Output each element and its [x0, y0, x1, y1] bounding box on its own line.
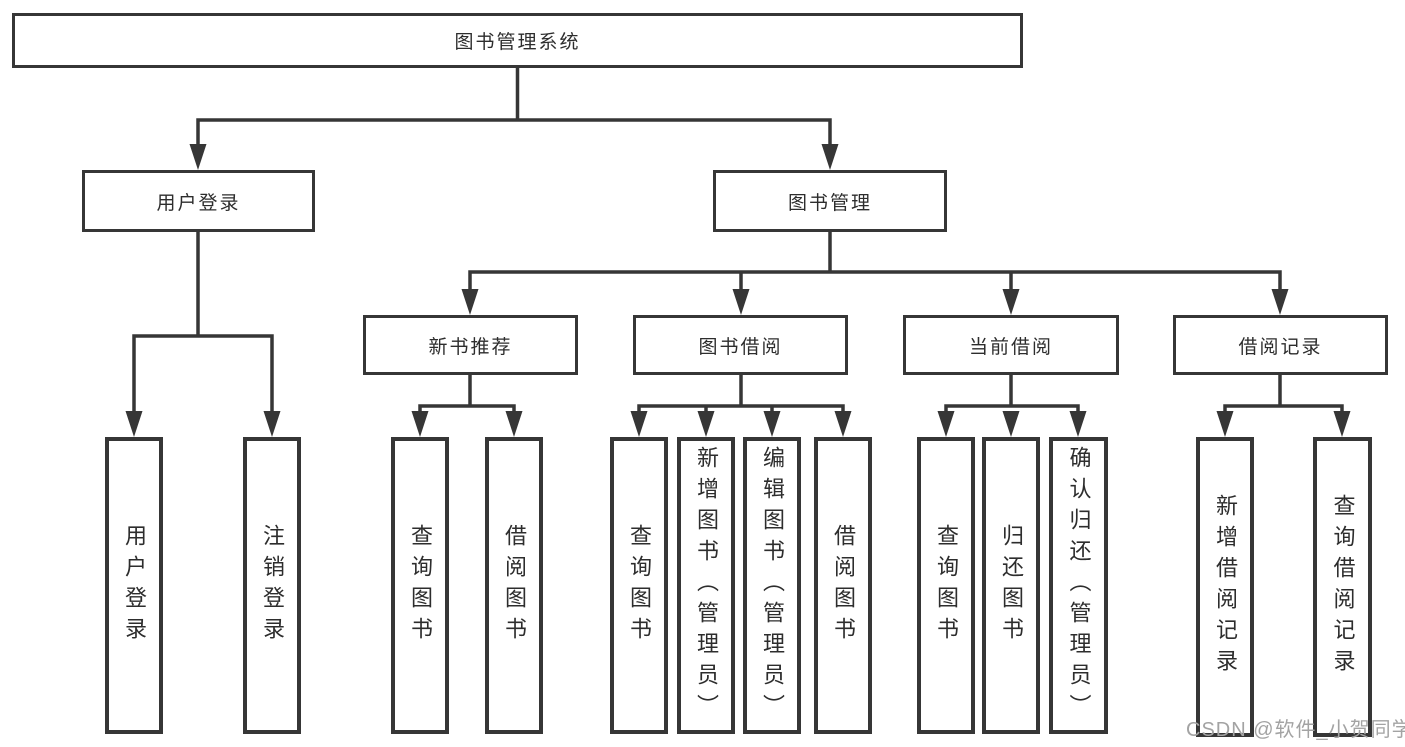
node-borrow-books-leaf: 借阅图书 — [814, 437, 872, 734]
node-label: 注销登录 — [260, 523, 285, 648]
node-borrow-records: 借阅记录 — [1173, 315, 1388, 375]
node-label: 查询图书 — [408, 523, 433, 648]
node-label: 归还图书 — [999, 523, 1024, 648]
node-label: 用户登录 — [156, 192, 241, 214]
node-label: 新增借阅记录 — [1213, 494, 1238, 680]
node-label: 借阅记录 — [1238, 336, 1323, 358]
node-label: 查询借阅记录 — [1330, 494, 1356, 680]
node-label: 查询图书 — [934, 523, 959, 648]
node-borrow-books-recommend: 借阅图书 — [485, 437, 543, 734]
node-book-borrow: 图书借阅 — [633, 315, 848, 375]
node-label: 图书管理系统 — [454, 32, 581, 53]
node-add-borrow-record: 新增借阅记录 — [1196, 437, 1254, 737]
node-label: 新书推荐 — [428, 336, 513, 358]
node-logout-leaf: 注销登录 — [243, 437, 301, 734]
arrowheads — [125, 144, 1351, 437]
node-current-borrow: 当前借阅 — [903, 315, 1119, 375]
node-return-book: 归还图书 — [982, 437, 1040, 734]
node-book-management: 图书管理 — [713, 170, 947, 232]
node-query-books-recommend: 查询图书 — [391, 437, 449, 734]
node-label: 借阅图书 — [502, 523, 527, 648]
node-label: 当前借阅 — [968, 336, 1053, 358]
node-label: 用户登录 — [122, 523, 147, 648]
node-label: 图书管理 — [787, 192, 872, 214]
node-library-system: 图书管理系统 — [12, 13, 1023, 68]
node-new-book-recommend: 新书推荐 — [363, 315, 578, 375]
node-edit-book-admin: 编辑图书（管理员） — [743, 437, 801, 734]
node-query-borrow-record: 查询借阅记录 — [1313, 437, 1372, 737]
node-label: 借阅图书 — [831, 523, 856, 648]
node-label: 编辑图书（管理员） — [760, 446, 785, 725]
node-label: 新增图书（管理员） — [694, 446, 719, 725]
node-query-books-current: 查询图书 — [917, 437, 975, 734]
node-confirm-return-admin: 确认归还（管理员） — [1049, 437, 1108, 734]
node-label: 确认归还（管理员） — [1066, 446, 1092, 725]
node-label: 图书借阅 — [698, 336, 783, 358]
node-user-login: 用户登录 — [82, 170, 315, 232]
node-label: 查询图书 — [627, 523, 652, 648]
node-query-books-borrow: 查询图书 — [610, 437, 668, 734]
node-add-book-admin: 新增图书（管理员） — [677, 437, 735, 734]
csdn-watermark: CSDN @软件_小贺同学 — [1186, 719, 1405, 741]
node-user-login-leaf: 用户登录 — [105, 437, 163, 734]
